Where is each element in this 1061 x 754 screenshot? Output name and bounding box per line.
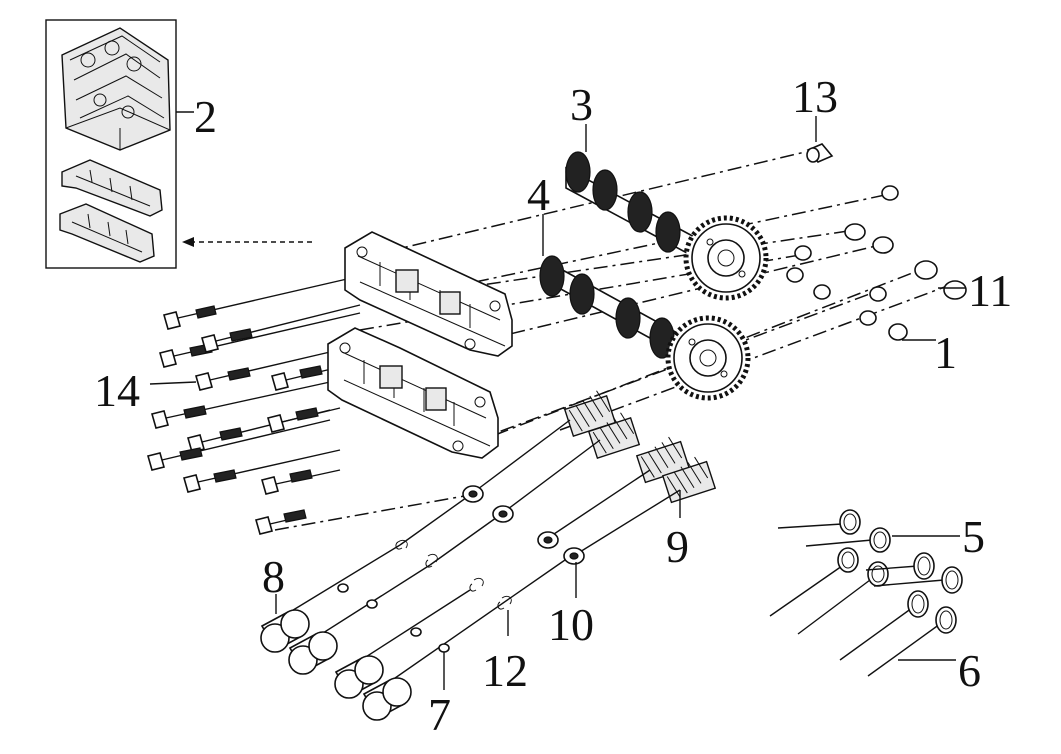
callout-3: 3 [570,79,593,130]
bolt [267,407,341,433]
intake-valves [769,509,891,635]
valve [797,561,889,635]
callout-9: 9 [666,521,689,572]
bolt [261,469,341,495]
bolt [201,304,361,353]
valve [873,566,963,594]
dashed-pointer-arrow [182,237,312,247]
valve-cotters [395,539,512,610]
callout-13: 13 [792,71,838,122]
valve-spring-retainers [462,485,585,565]
tappet [362,677,412,721]
bolt [147,419,331,471]
cam-sprocket-lower [665,315,751,401]
camshaft-intake [565,151,769,301]
valve-tappets [260,609,412,721]
tappet [288,631,338,675]
cam-holder-upper-sketch [61,159,163,217]
camshaft-holder-lower [327,327,499,459]
cam-holder-lower-sketch [59,203,155,263]
callout-7: 7 [428,689,451,740]
bolt [183,449,341,493]
valve [867,606,957,677]
callout-11: 11 [968,265,1012,316]
valve [865,552,935,580]
callout-5: 5 [962,511,985,562]
bolt [151,381,331,429]
bolt [163,275,361,330]
bolt [195,351,331,391]
valve [805,527,891,553]
bolt [159,312,361,368]
inset-cylinder-head-assembly [45,19,194,269]
camshaft-exhaust [539,255,751,401]
callout-8: 8 [262,551,285,602]
leader-lines [149,116,966,690]
bolt [255,509,307,535]
valve [769,547,859,617]
exhaust-valves [839,552,963,677]
valve-stem-seals-and-pins [786,185,967,341]
valve-springs [563,390,717,504]
valve [839,590,929,661]
callout-4: 4 [527,169,550,220]
camshaft-holder-upper [344,231,513,357]
callout-6: 6 [958,645,981,696]
dowel-pin [806,143,834,163]
callout-14: 14 [94,365,140,416]
shims [337,583,450,653]
tappet [334,655,384,699]
tappet [260,609,310,653]
callout-1: 1 [934,327,957,378]
callout-2: 2 [194,91,217,142]
cam-sprocket-upper [683,215,769,301]
callout-10: 10 [548,599,594,650]
callout-12: 12 [482,645,528,696]
valve [777,509,861,535]
cylinder-head-sketch [61,27,171,151]
callout-labels: 1 2 3 4 5 6 7 8 9 10 11 12 13 14 [94,71,1012,740]
valve-spring [563,390,617,437]
bolt-group [147,275,361,535]
